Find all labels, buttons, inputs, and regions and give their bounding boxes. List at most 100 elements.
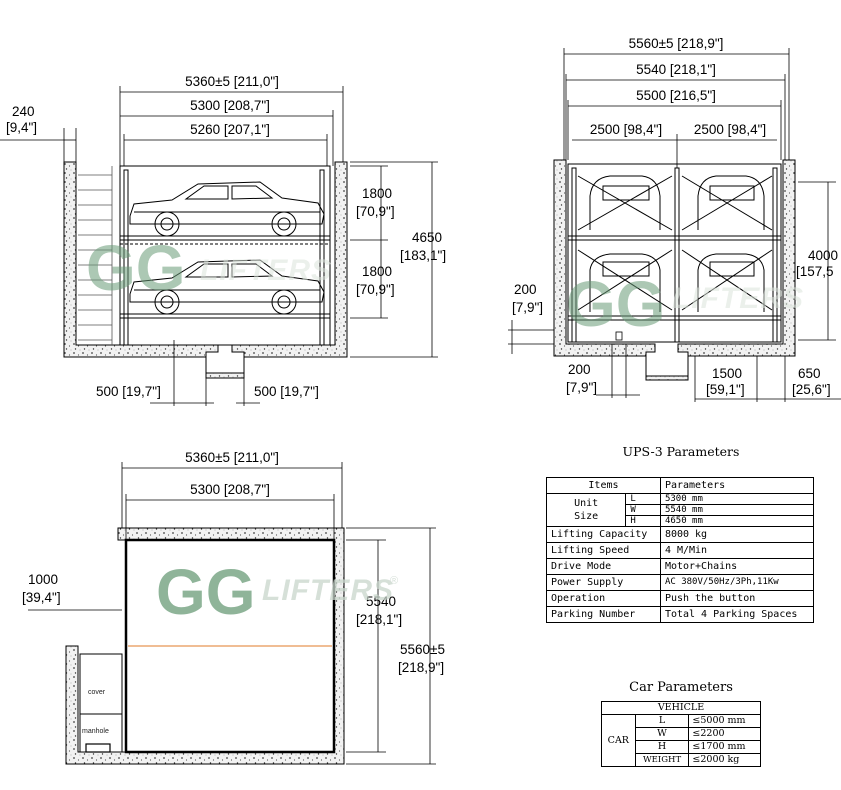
param-value: Total 4 Parking Spaces bbox=[659, 606, 815, 623]
plan-dim-outer-1: 5560±5 bbox=[400, 642, 445, 657]
front-dim-bottom-left-1: 200 bbox=[568, 362, 591, 377]
front-dim-height-2: [157,5 bbox=[796, 264, 834, 279]
param-key: Power Supply bbox=[546, 574, 661, 591]
param-key: Lifting Speed bbox=[546, 542, 661, 559]
plan-cover-label: cover bbox=[88, 689, 106, 696]
front-view: 5560±5 [218,9"] 5540 [218,1"] 5500 [216,… bbox=[508, 36, 841, 402]
car-params-title: Car Parameters bbox=[629, 680, 733, 695]
table-row: Operation Push the button bbox=[546, 590, 815, 607]
unit-size-label-1: Unit bbox=[574, 498, 599, 509]
param-value: 8000 kg bbox=[659, 526, 815, 543]
param-value: AC 380V/50Hz/3Ph,11Kw bbox=[659, 574, 815, 591]
plan-dim-overall-a: 5360±5 [211,0"] bbox=[185, 450, 279, 465]
table-row: Items Parameters bbox=[546, 477, 815, 494]
side-dim-overall-b: 5300 [208,7"] bbox=[190, 98, 270, 113]
size-key: H bbox=[625, 515, 661, 527]
table-row: Unit Size L 5300 mm bbox=[545, 493, 815, 527]
param-key: Lifting Capacity bbox=[546, 526, 661, 543]
side-dim-overall-a: 5360±5 [211,0"] bbox=[185, 74, 279, 89]
size-value: 4650 mm bbox=[659, 515, 815, 527]
watermark-letters: GG bbox=[566, 268, 666, 340]
items-header: Items bbox=[546, 477, 661, 494]
table-row: Power Supply AC 380V/50Hz/3Ph,11Kw bbox=[546, 574, 815, 591]
front-dim-left-offset-2: [7,9"] bbox=[512, 300, 543, 315]
front-dim-bottom-mid-1: 1500 bbox=[712, 366, 742, 381]
plan-dim-overall-b: 5300 [208,7"] bbox=[190, 482, 270, 497]
front-dim-bottom-right-1: 650 bbox=[798, 366, 821, 381]
param-value: Push the button bbox=[659, 590, 815, 607]
size-value: 5300 mm bbox=[659, 493, 815, 505]
car-value: ≤2000 kg bbox=[688, 753, 761, 767]
unit-size-label-2: Size bbox=[574, 511, 599, 522]
side-dim-level1-1: 1800 bbox=[362, 186, 392, 201]
param-key: Drive Mode bbox=[546, 558, 661, 575]
vehicle-header: VEHICLE bbox=[601, 701, 761, 715]
side-dim-overall-c: 5260 [207,1"] bbox=[190, 122, 270, 137]
plan-view: cover manhole 5360±5 [211,0"] 5300 [208,… bbox=[22, 450, 445, 765]
param-key: Operation bbox=[546, 590, 661, 607]
front-dimension-lines bbox=[508, 48, 841, 402]
plan-dim-outer-2: [218,9"] bbox=[398, 660, 444, 675]
table-row: Lifting Capacity 8000 kg bbox=[546, 526, 815, 543]
side-dim-height-1: 4650 bbox=[412, 230, 442, 245]
table-row: W ≤2200 bbox=[602, 727, 761, 741]
param-value: 4 M/Min bbox=[659, 542, 815, 559]
front-dim-bottom-left-2: [7,9"] bbox=[566, 380, 597, 395]
front-dim-height-1: 4000 bbox=[808, 248, 838, 263]
front-dim-overall-a: 5560±5 [218,9"] bbox=[629, 36, 724, 51]
front-pit-wall bbox=[553, 159, 796, 381]
car-key: W bbox=[634, 727, 690, 741]
ups-params-title: UPS-3 Parameters bbox=[622, 444, 740, 459]
upper-car bbox=[129, 181, 325, 237]
car-key: H bbox=[634, 740, 690, 754]
side-dim-pit-left: 500 [19,7"] bbox=[96, 384, 161, 399]
table-row: VEHICLE bbox=[601, 701, 761, 715]
size-key: L bbox=[625, 493, 661, 505]
car-key: WEIGHT bbox=[634, 753, 690, 767]
size-key: W bbox=[625, 504, 661, 516]
watermark-brand: LIFTERS bbox=[200, 254, 332, 287]
unit-size-label: Unit Size bbox=[545, 493, 627, 527]
params-header: Parameters bbox=[659, 477, 815, 494]
side-dim-height-2: [183,1"] bbox=[400, 248, 446, 263]
watermark-brand: LIFTERS bbox=[262, 574, 394, 607]
front-dim-bay-right: 2500 [98,4"] bbox=[694, 122, 766, 137]
car-label: CAR bbox=[601, 714, 636, 767]
plan-cover bbox=[79, 653, 123, 715]
watermark-registered-mark: ® bbox=[390, 575, 398, 587]
plan-dim-depth-2: [218,1"] bbox=[356, 612, 402, 627]
table-row: WEIGHT ≤2000 kg bbox=[602, 753, 761, 767]
param-key: Parking Number bbox=[546, 606, 661, 623]
front-dim-overall-c: 5500 [216,5"] bbox=[636, 88, 716, 103]
table-row: Drive Mode Motor+Chains bbox=[546, 558, 815, 575]
side-dim-level2-2: [70,9"] bbox=[356, 282, 395, 297]
side-dim-pit-right: 500 [19,7"] bbox=[254, 384, 319, 399]
watermark-brand: LIFTERS bbox=[672, 282, 804, 315]
side-dimension-lines bbox=[0, 86, 438, 406]
lower-car bbox=[129, 259, 325, 315]
watermark-letters: GG bbox=[156, 556, 256, 628]
watermark-letters: GG bbox=[86, 232, 186, 304]
plan-dim-depth-1: 5540 bbox=[366, 594, 396, 609]
param-value: Motor+Chains bbox=[659, 558, 815, 575]
watermark-front: GG LIFTERS bbox=[566, 268, 804, 340]
plan-manhole-label: manhole bbox=[82, 728, 109, 735]
manhole-hatch-icon bbox=[85, 743, 111, 753]
side-stair-hatch bbox=[78, 166, 113, 345]
side-dim-left-gap-1: 240 bbox=[12, 104, 35, 119]
front-frame bbox=[567, 163, 782, 343]
front-dim-overall-b: 5540 [218,1"] bbox=[636, 62, 716, 77]
ups-params-table: Items Parameters Unit Size L 5300 mm W 5… bbox=[545, 477, 815, 623]
table-row: CAR L ≤5000 mm bbox=[601, 714, 761, 767]
car-value: ≤5000 mm bbox=[688, 714, 761, 728]
plan-dim-left-2: [39,4"] bbox=[22, 590, 61, 605]
side-frame bbox=[119, 165, 331, 346]
table-row: Lifting Speed 4 M/Min bbox=[546, 542, 815, 559]
watermark-side: GG LIFTERS bbox=[86, 232, 332, 304]
size-value: 5540 mm bbox=[659, 504, 815, 516]
side-dim-left-gap-2: [9,4"] bbox=[6, 120, 37, 135]
plan-dimension-lines bbox=[28, 462, 436, 765]
plan-dim-left-1: 1000 bbox=[28, 572, 58, 587]
car-params-table: VEHICLE CAR L ≤5000 mm W ≤2200 H ≤1700 m… bbox=[601, 701, 761, 767]
